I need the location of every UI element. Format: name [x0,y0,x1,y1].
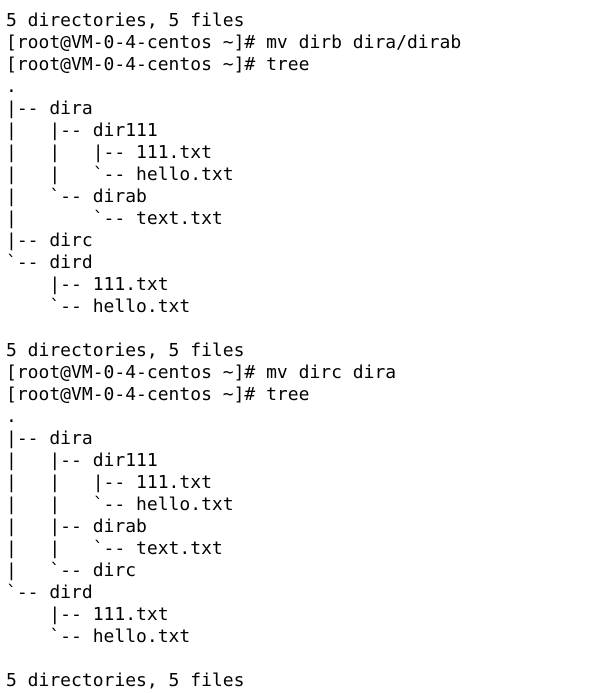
command-line: [root@VM-0-4-centos ~]# mv dirc dira [6,362,607,384]
output-line: | | `-- text.txt [6,538,223,559]
output-line: |-- dirc [6,230,93,251]
shell-prompt: [root@VM-0-4-centos ~]# [6,384,267,405]
command-line: [root@VM-0-4-centos ~]# tree [6,384,607,406]
shell-prompt: [root@VM-0-4-centos ~]# [6,54,267,75]
shell-prompt: [root@VM-0-4-centos ~]# [6,362,267,383]
output-line: |-- 111.txt [6,274,169,295]
command-text: tree [266,384,310,405]
output-line: `-- dird [6,252,93,273]
command-text: tree [266,54,310,75]
output-line: | | |-- 111.txt [6,472,212,493]
command-line: [root@VM-0-4-centos ~]# tree [6,54,607,76]
output-line: `-- dird [6,582,93,603]
output-line: 5 directories, 5 files [6,670,245,691]
output-line: . [6,406,17,427]
output-line: 5 directories, 5 files [6,340,245,361]
output-line: |-- dira [6,428,93,449]
output-line: | |-- dir111 [6,120,158,141]
output-line: | | `-- hello.txt [6,494,234,515]
shell-prompt: [root@VM-0-4-centos ~]# [6,32,267,53]
output-line: | |-- dir111 [6,450,158,471]
output-line: |-- 111.txt [6,604,169,625]
output-line [6,648,607,670]
output-line: | | `-- hello.txt [6,164,234,185]
command-text: mv dirb dira/dirab [266,32,462,53]
output-line: `-- hello.txt [6,296,191,317]
command-text: mv dirc dira [266,362,397,383]
output-line: `-- hello.txt [6,626,191,647]
output-line: . [6,76,17,97]
output-line: | `-- dirab [6,186,147,207]
output-line: | |-- dirab [6,516,147,537]
output-line: 5 directories, 5 files [6,10,245,31]
output-line: | | |-- 111.txt [6,142,212,163]
command-line: [root@VM-0-4-centos ~]# mv dirb dira/dir… [6,32,607,54]
output-line [6,318,607,340]
output-line: |-- dira [6,98,93,119]
output-line: | `-- text.txt [6,208,223,229]
output-line: | `-- dirc [6,560,137,581]
